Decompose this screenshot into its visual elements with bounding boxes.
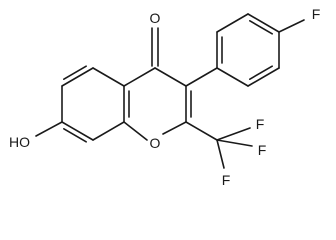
bond-double-inner [249,65,273,80]
bond [216,127,251,141]
bond [185,67,218,87]
bond [35,121,63,137]
carbonyl-oxygen-label-text: O [150,10,161,26]
bond [247,13,280,33]
carbonyl-oxygen-label: O [150,10,161,26]
cf3-fluorine-top-label: F [256,116,265,132]
aryl-fluorine-label: F [312,6,321,22]
bond-double-inner [63,65,87,80]
ring-oxygen-label: O [150,135,161,151]
bond [123,67,156,87]
aryl-fluorine-label-text: F [312,6,321,22]
cf3-fluorine-right-label: F [258,142,267,158]
bond [247,67,280,87]
bond [216,139,253,147]
bond [216,13,249,33]
bond [92,67,125,87]
bond [185,121,218,141]
cf3-fluorine-bottom-label: F [222,172,231,188]
hydroxyl-label: HO [9,134,30,150]
cf3-fluorine-top-label-text: F [256,116,265,132]
ring-oxygen-label-text: O [150,135,161,151]
bond [216,67,249,87]
cf3-fluorine-bottom-label-text: F [222,172,231,188]
bond-double-inner [249,20,273,35]
bond [61,121,94,141]
bond-double-inner [63,128,87,143]
bond [216,139,225,169]
bond [278,19,305,33]
cf3-fluorine-right-label-text: F [258,142,267,158]
bond [123,121,148,141]
hydroxyl-label-text: HO [9,134,30,150]
bond [61,67,94,87]
bond [162,121,187,135]
bond [92,121,125,141]
bond [154,67,187,87]
